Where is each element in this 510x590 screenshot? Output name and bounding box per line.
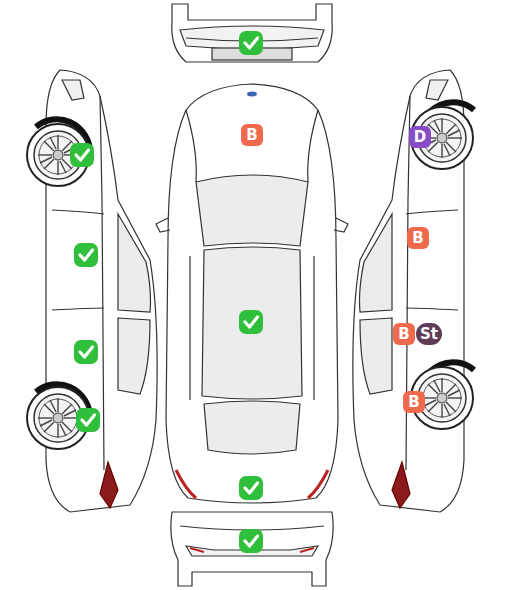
damage-badge: St xyxy=(416,323,442,345)
damage-badge: D xyxy=(409,126,431,148)
badge-letter: B xyxy=(412,231,423,246)
badge-letter: B xyxy=(408,395,419,410)
badge-letter: B xyxy=(246,128,257,143)
badge-letter: St xyxy=(420,327,438,342)
damage-badge: B xyxy=(407,227,429,249)
wheel xyxy=(411,107,473,169)
damage-badge: B xyxy=(241,124,263,146)
badge-letter: D xyxy=(414,130,426,145)
ok-marks xyxy=(70,31,263,553)
damage-badge: B xyxy=(403,391,425,413)
badge-letter: B xyxy=(398,327,409,342)
damage-badge: B xyxy=(393,323,415,345)
